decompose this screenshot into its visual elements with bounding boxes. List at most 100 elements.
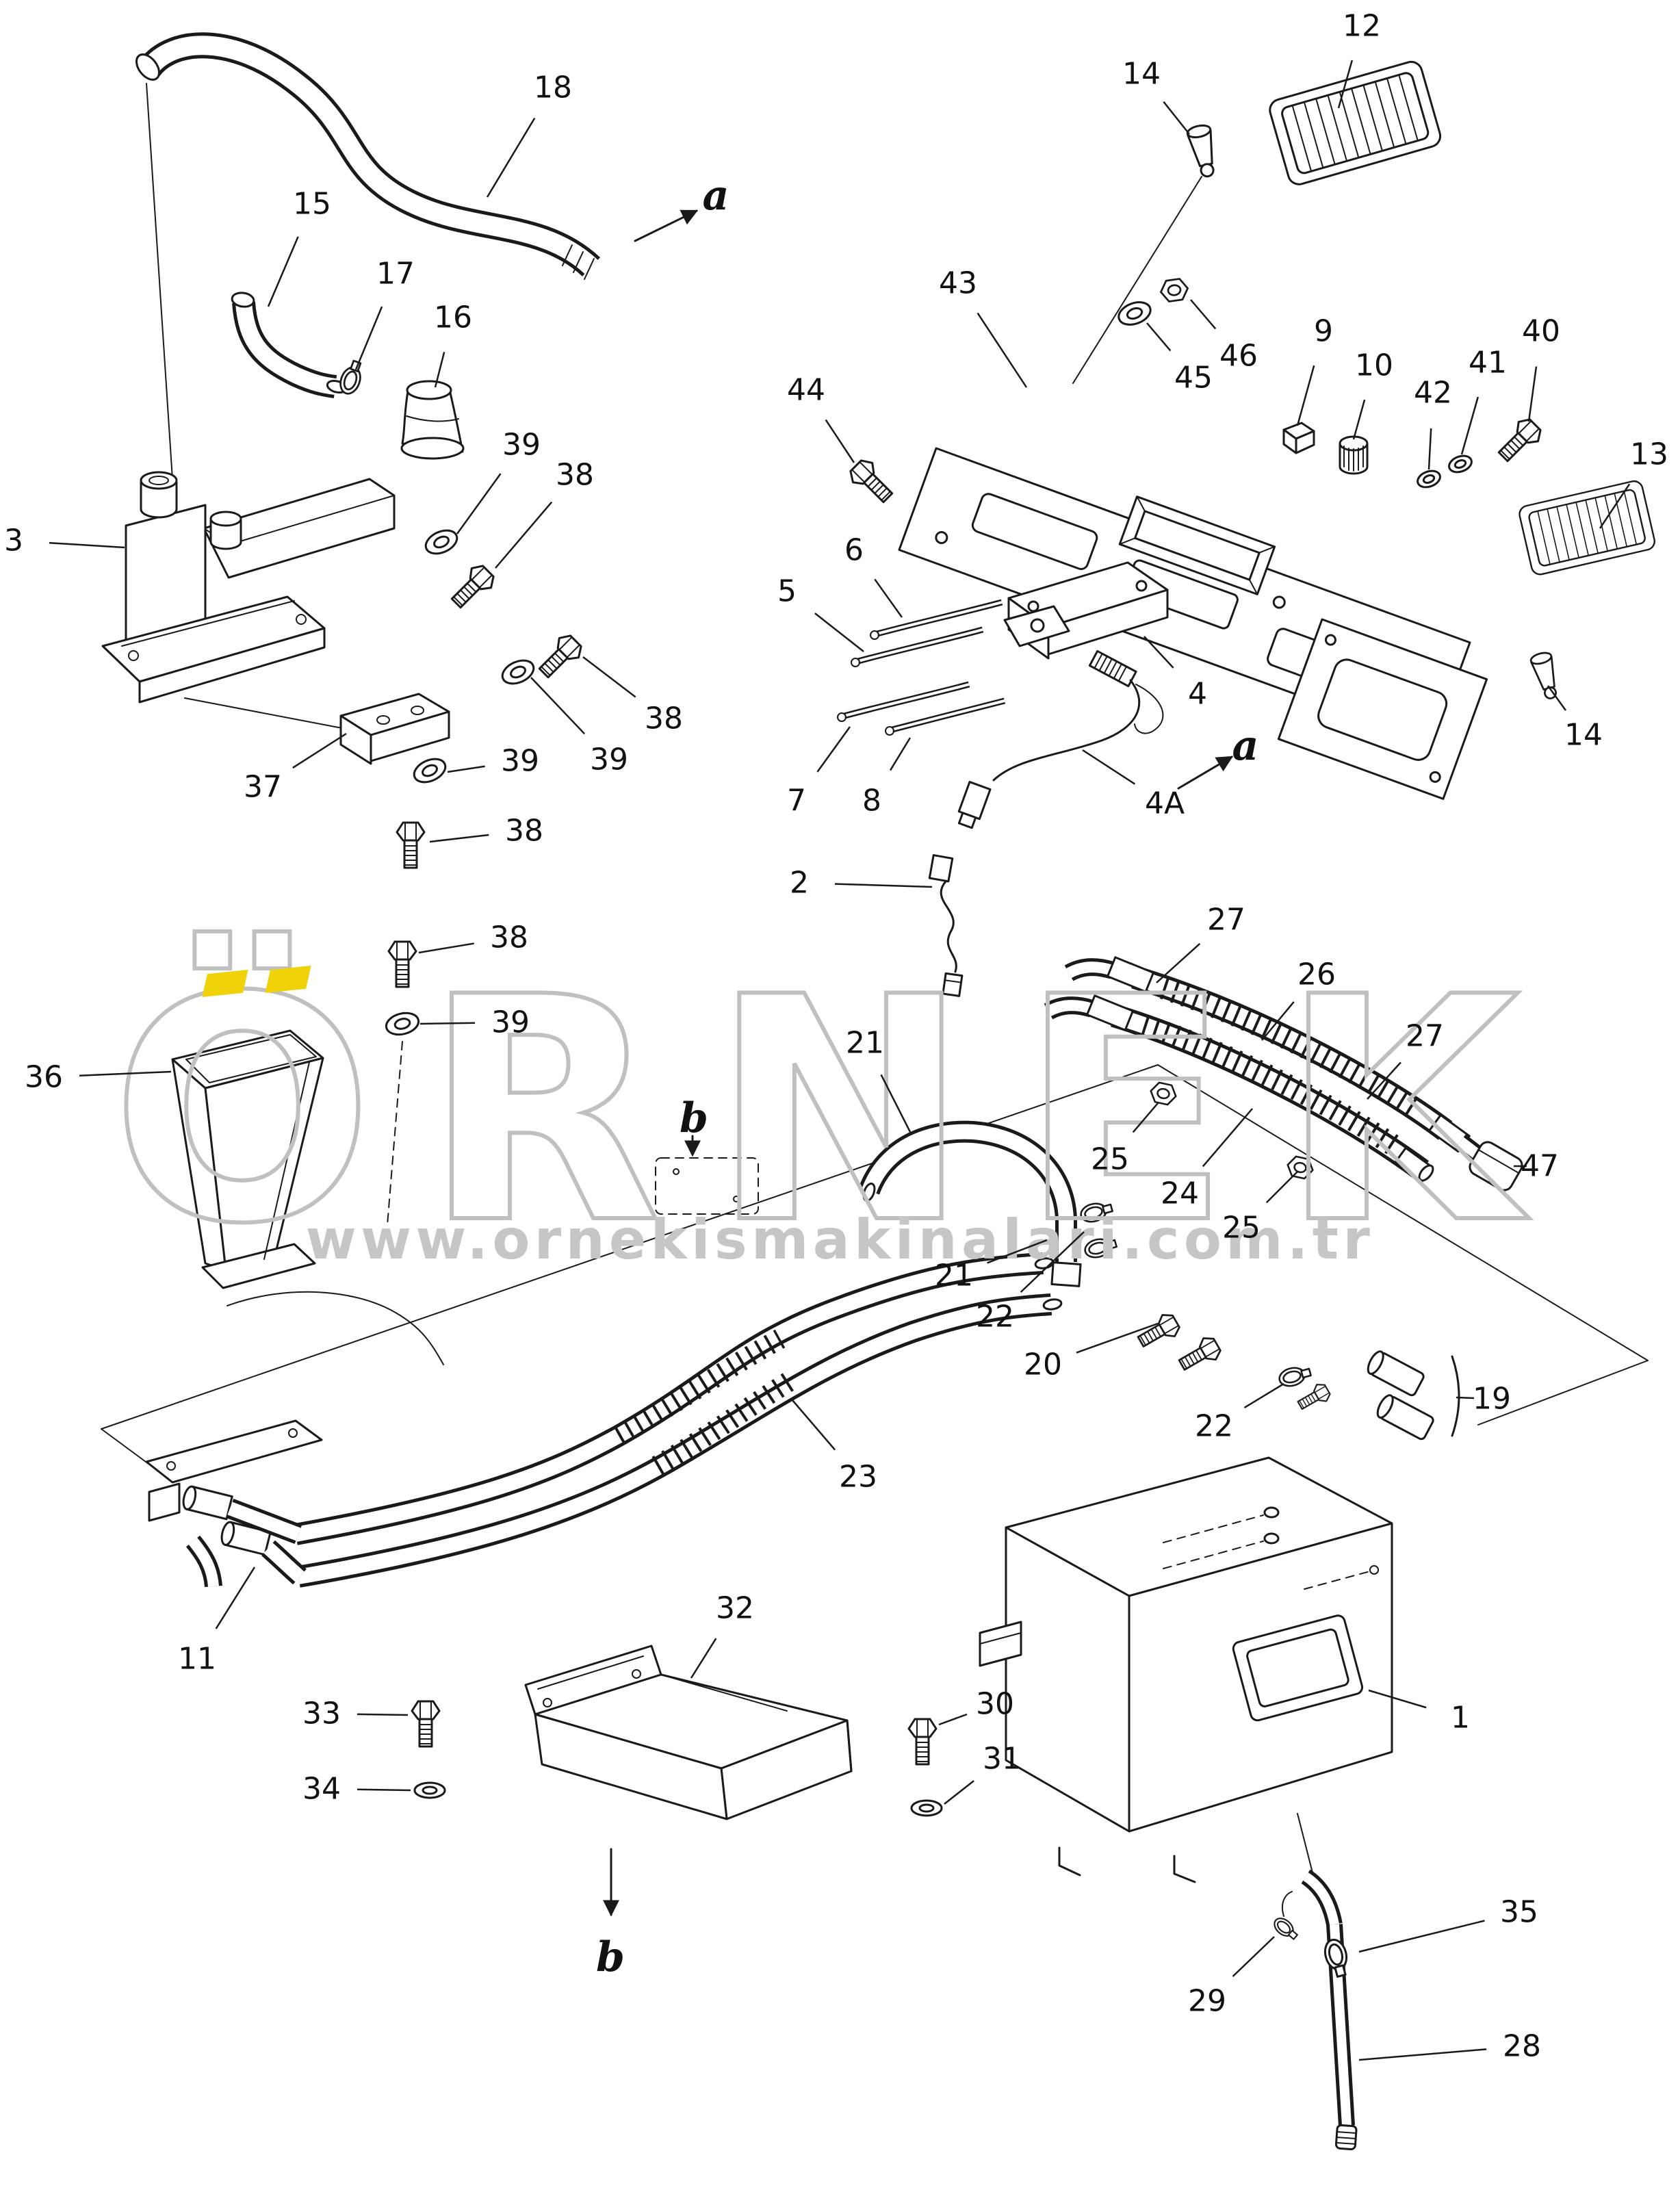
callout-9: 9 <box>1314 313 1333 349</box>
callout-19: 19 <box>1473 1381 1511 1417</box>
callout-38: 38 <box>505 813 543 849</box>
callout-25: 25 <box>1222 1210 1261 1246</box>
callout-23: 23 <box>839 1459 877 1495</box>
leader-line <box>1265 1171 1298 1204</box>
leader-line <box>1547 685 1567 711</box>
callout-27: 27 <box>1406 1018 1444 1054</box>
callout-25: 25 <box>1091 1142 1129 1177</box>
leader-line <box>1076 1322 1159 1354</box>
callout-38: 38 <box>556 457 594 493</box>
leader-line <box>814 613 864 652</box>
leader-line <box>1599 483 1631 529</box>
view-letter-a: a <box>1232 722 1259 770</box>
insulated-hoses-24-26-27 <box>1044 956 1523 1191</box>
callout-20: 20 <box>1024 1347 1062 1382</box>
callout-10: 10 <box>1355 348 1393 383</box>
leader-line <box>1020 1231 1085 1293</box>
water-valve-19 <box>1367 1350 1460 1441</box>
callout-11: 11 <box>178 1641 216 1677</box>
leader-line <box>495 501 553 569</box>
callout-39: 39 <box>590 742 628 777</box>
duct-assembly-3 <box>101 471 396 729</box>
floor-duct-32 <box>524 1645 853 1820</box>
hose-21 <box>858 1120 1082 1287</box>
callout-43: 43 <box>939 266 977 301</box>
leader-line <box>434 352 445 388</box>
tube-clamp-29 <box>1270 1891 1301 1944</box>
control-cable-4a <box>957 649 1164 829</box>
leader-line <box>1337 60 1354 109</box>
leader-line <box>215 1566 256 1629</box>
callout-1: 1 <box>1451 1700 1470 1736</box>
callout-18: 18 <box>534 70 572 105</box>
callout-21: 21 <box>935 1258 973 1293</box>
callout-14: 14 <box>1122 56 1161 92</box>
callout-36: 36 <box>25 1059 63 1095</box>
leader-line <box>486 117 536 198</box>
leader-construction-line <box>1072 176 1202 384</box>
leader-line <box>987 1239 1048 1264</box>
hose-18 <box>135 32 601 480</box>
callout-34: 34 <box>302 1771 341 1807</box>
leader-line <box>816 726 851 773</box>
leader-line <box>1427 428 1432 470</box>
control-lever-assembly-4 <box>1003 561 1169 660</box>
callout-38: 38 <box>490 920 528 955</box>
leader-line <box>938 1713 968 1726</box>
leader-line <box>1146 322 1172 352</box>
callout-29: 29 <box>1188 1983 1226 2019</box>
wiring-harness-2 <box>928 854 964 997</box>
leader-line <box>834 883 933 888</box>
leader-line <box>1261 1001 1295 1041</box>
leader-line <box>292 732 347 769</box>
clip-9 <box>1282 422 1315 454</box>
callout-31: 31 <box>983 1741 1021 1777</box>
rubber-boot-16 <box>400 380 465 460</box>
view-arrow-a-panel <box>1177 756 1234 790</box>
leader-line <box>1243 1382 1284 1409</box>
leader-line <box>1358 2048 1487 2061</box>
leader-line <box>889 737 912 771</box>
leader-line <box>267 236 299 307</box>
leader-line <box>79 1070 172 1077</box>
leader-line <box>1368 1689 1427 1709</box>
pipe-assembly-11 <box>145 1419 323 1588</box>
leader-line <box>1082 749 1136 785</box>
callout-32: 32 <box>716 1590 754 1626</box>
callout-2: 2 <box>790 865 809 901</box>
fasteners-bottom <box>411 1700 943 1817</box>
leader-line <box>690 1638 717 1679</box>
leader-line <box>419 1022 476 1025</box>
leader-line <box>792 1400 836 1451</box>
callout-35: 35 <box>1500 1894 1538 1930</box>
callout-14: 14 <box>1564 717 1603 753</box>
leader-line <box>1296 365 1315 426</box>
callout-5: 5 <box>777 573 797 609</box>
callout-28: 28 <box>1503 2028 1541 2064</box>
leader-line <box>1456 1396 1475 1400</box>
callout-12: 12 <box>1343 8 1381 44</box>
callout-3: 3 <box>4 523 23 558</box>
leader-line <box>1163 101 1190 135</box>
leader-line <box>354 306 383 370</box>
leader-line <box>582 656 636 698</box>
view-letter-b: b <box>596 1933 625 1981</box>
callout-21: 21 <box>846 1025 884 1061</box>
view-letter-a: a <box>702 172 729 220</box>
assembly-guide-line <box>387 1041 403 1226</box>
callout-15: 15 <box>293 186 331 222</box>
callout-39: 39 <box>501 743 539 779</box>
callout-45: 45 <box>1174 360 1213 396</box>
bracket-37 <box>339 693 450 765</box>
callout-26: 26 <box>1297 957 1336 992</box>
leader-line <box>429 834 489 843</box>
callout-6: 6 <box>844 532 864 568</box>
leader-line <box>1190 299 1217 330</box>
leader-line <box>1156 942 1201 983</box>
leader-line <box>1527 366 1538 422</box>
callout-7: 7 <box>787 783 806 818</box>
callout-33: 33 <box>302 1696 341 1731</box>
callout-27: 27 <box>1207 902 1245 938</box>
leader-line <box>1132 1103 1159 1133</box>
